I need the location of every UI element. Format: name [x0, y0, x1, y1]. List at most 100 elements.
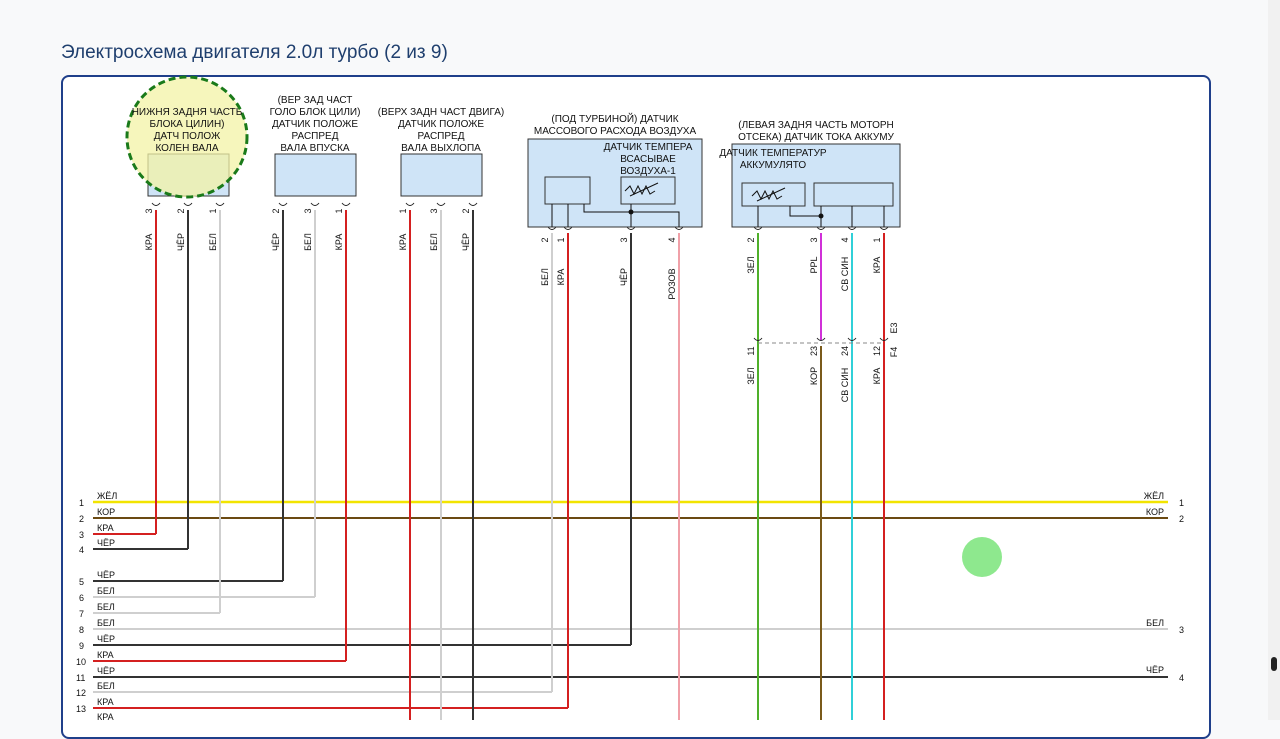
- scrollbar-thumb[interactable]: [1271, 657, 1277, 671]
- svg-text:БЕЛ: БЕЛ: [1146, 618, 1164, 628]
- svg-text:ЧЁР: ЧЁР: [619, 268, 629, 286]
- svg-text:ОТСЕКА) ДАТЧИК ТОКА АККУМУ: ОТСЕКА) ДАТЧИК ТОКА АККУМУ: [738, 132, 894, 143]
- svg-text:АККУМУЛЯТО: АККУМУЛЯТО: [740, 160, 807, 171]
- svg-text:ЧЁР: ЧЁР: [461, 233, 471, 251]
- page-scrollbar[interactable]: [1268, 0, 1280, 720]
- svg-text:7: 7: [79, 609, 84, 619]
- svg-text:2: 2: [79, 514, 84, 524]
- ckp-label-3: ДАТЧ ПОЛОЖ: [154, 131, 221, 142]
- svg-text:F4: F4: [889, 347, 899, 358]
- svg-text:1: 1: [79, 498, 84, 508]
- wiring-diagram: НИЖНЯ ЗАДНЯ ЧАСТЬ БЛОКА ЦИЛИН) ДАТЧ ПОЛО…: [76, 75, 1184, 720]
- svg-text:1: 1: [208, 208, 218, 213]
- svg-text:СВ СИН: СВ СИН: [840, 257, 850, 291]
- svg-text:1: 1: [1179, 498, 1184, 508]
- svg-text:2: 2: [461, 208, 471, 213]
- svg-text:БЕЛ: БЕЛ: [97, 602, 115, 612]
- svg-text:3: 3: [79, 530, 84, 540]
- svg-text:БЕЛ: БЕЛ: [97, 681, 115, 691]
- svg-text:БЕЛ: БЕЛ: [97, 586, 115, 596]
- highlight-ring: [125, 75, 249, 199]
- svg-text:ЖЁЛ: ЖЁЛ: [1144, 491, 1164, 501]
- svg-text:2: 2: [1179, 514, 1184, 524]
- page-title: Электросхема двигателя 2.0л турбо (2 из …: [61, 42, 448, 63]
- svg-text:(ВЕР ЗАД ЧАСТ: (ВЕР ЗАД ЧАСТ: [278, 95, 353, 106]
- svg-text:2: 2: [746, 237, 756, 242]
- svg-text:КРА: КРА: [872, 368, 882, 385]
- svg-text:БЕЛ: БЕЛ: [303, 233, 313, 251]
- svg-text:6: 6: [79, 593, 84, 603]
- svg-text:КРА: КРА: [872, 257, 882, 274]
- svg-text:3: 3: [809, 237, 819, 242]
- svg-text:12: 12: [76, 688, 86, 698]
- svg-text:ДАТЧИК ТЕМПЕРАТУР: ДАТЧИК ТЕМПЕРАТУР: [719, 148, 827, 159]
- svg-text:11: 11: [746, 346, 756, 355]
- svg-text:11: 11: [76, 673, 85, 683]
- svg-text:КРА: КРА: [334, 234, 344, 251]
- svg-text:ВОЗДУХА-1: ВОЗДУХА-1: [620, 166, 676, 177]
- ckp-label-4: КОЛЕН ВАЛА: [155, 143, 218, 154]
- svg-text:КОР: КОР: [809, 367, 819, 385]
- svg-text:РАСПРЕД: РАСПРЕД: [292, 131, 339, 142]
- svg-text:1: 1: [334, 208, 344, 213]
- svg-text:10: 10: [76, 657, 86, 667]
- svg-text:ЖЁЛ: ЖЁЛ: [97, 491, 117, 501]
- svg-text:(ПОД ТУРБИНОЙ) ДАТЧИК: (ПОД ТУРБИНОЙ) ДАТЧИК: [551, 112, 678, 125]
- svg-text:ЧЁР: ЧЁР: [176, 233, 186, 251]
- svg-text:PPL: PPL: [809, 256, 819, 273]
- svg-text:(ЛЕВАЯ ЗАДНЯ ЧАСТЬ МОТОРН: (ЛЕВАЯ ЗАДНЯ ЧАСТЬ МОТОРН: [738, 120, 894, 131]
- svg-text:ЗЕЛ: ЗЕЛ: [746, 367, 756, 384]
- svg-text:ДАТЧИК ТЕМПЕРА: ДАТЧИК ТЕМПЕРА: [604, 142, 693, 153]
- svg-text:БЕЛ: БЕЛ: [540, 268, 550, 286]
- svg-text:23: 23: [809, 346, 819, 356]
- svg-text:КРА: КРА: [398, 234, 408, 251]
- svg-text:E3: E3: [889, 322, 899, 333]
- exhaust-cam-sensor-box: [400, 153, 483, 197]
- svg-text:РАСПРЕД: РАСПРЕД: [418, 131, 465, 142]
- svg-text:24: 24: [840, 346, 850, 356]
- svg-text:(ВЕРХ ЗАДН ЧАСТ ДВИГА): (ВЕРХ ЗАДН ЧАСТ ДВИГА): [378, 107, 504, 118]
- svg-text:ДАТЧИК ПОЛОЖЕ: ДАТЧИК ПОЛОЖЕ: [272, 119, 358, 130]
- svg-text:КОР: КОР: [1146, 507, 1164, 517]
- svg-text:ЧЁР: ЧЁР: [97, 634, 115, 644]
- svg-text:ЧЁР: ЧЁР: [1146, 665, 1164, 675]
- svg-text:ВСАСЫВАЕ: ВСАСЫВАЕ: [620, 154, 676, 165]
- svg-text:12: 12: [872, 346, 882, 356]
- svg-text:5: 5: [79, 577, 84, 587]
- svg-text:2: 2: [271, 208, 281, 213]
- svg-text:ВАЛА ВЫХЛОПА: ВАЛА ВЫХЛОПА: [401, 143, 481, 154]
- svg-text:ДАТЧИК ПОЛОЖЕ: ДАТЧИК ПОЛОЖЕ: [398, 119, 484, 130]
- svg-text:2: 2: [176, 208, 186, 213]
- svg-text:КРА: КРА: [97, 523, 114, 533]
- svg-text:3: 3: [303, 208, 313, 213]
- svg-text:ЗЕЛ: ЗЕЛ: [746, 256, 756, 273]
- wire-color-labels: КРА ЧЁР БЕЛ ЧЁР БЕЛ КРА КРА БЕЛ ЧЁР БЕЛ …: [144, 233, 882, 402]
- svg-text:ЧЁР: ЧЁР: [97, 570, 115, 580]
- svg-text:КРА: КРА: [144, 234, 154, 251]
- svg-text:КРА: КРА: [97, 697, 114, 707]
- svg-text:ГОЛО БЛОК ЦИЛИ): ГОЛО БЛОК ЦИЛИ): [270, 107, 361, 118]
- svg-text:ЧЁР: ЧЁР: [97, 666, 115, 676]
- svg-text:КРА: КРА: [556, 269, 566, 286]
- svg-text:РОЗОВ: РОЗОВ: [667, 268, 677, 299]
- pin-numbers: 3 2 1 2 3 1 1 3 2 2 1 3 4 2 3 4 1 11 23 …: [144, 208, 899, 357]
- svg-text:4: 4: [1179, 673, 1184, 683]
- svg-text:4: 4: [840, 237, 850, 242]
- svg-text:БЕЛ: БЕЛ: [429, 233, 439, 251]
- svg-text:4: 4: [667, 237, 677, 242]
- svg-text:9: 9: [79, 641, 84, 651]
- svg-text:1: 1: [872, 237, 882, 242]
- ckp-label-1: НИЖНЯ ЗАДНЯ ЧАСТЬ: [132, 107, 243, 118]
- svg-text:13: 13: [76, 704, 86, 714]
- wires: [93, 210, 1168, 720]
- pin-ticks: [151, 202, 889, 341]
- intake-cam-sensor-box: [274, 153, 357, 197]
- svg-text:КРА: КРА: [97, 650, 114, 660]
- svg-text:4: 4: [79, 545, 84, 555]
- svg-text:СВ СИН: СВ СИН: [840, 368, 850, 402]
- svg-text:1: 1: [556, 237, 566, 242]
- svg-text:ЧЁР: ЧЁР: [97, 538, 115, 548]
- svg-text:3: 3: [429, 208, 439, 213]
